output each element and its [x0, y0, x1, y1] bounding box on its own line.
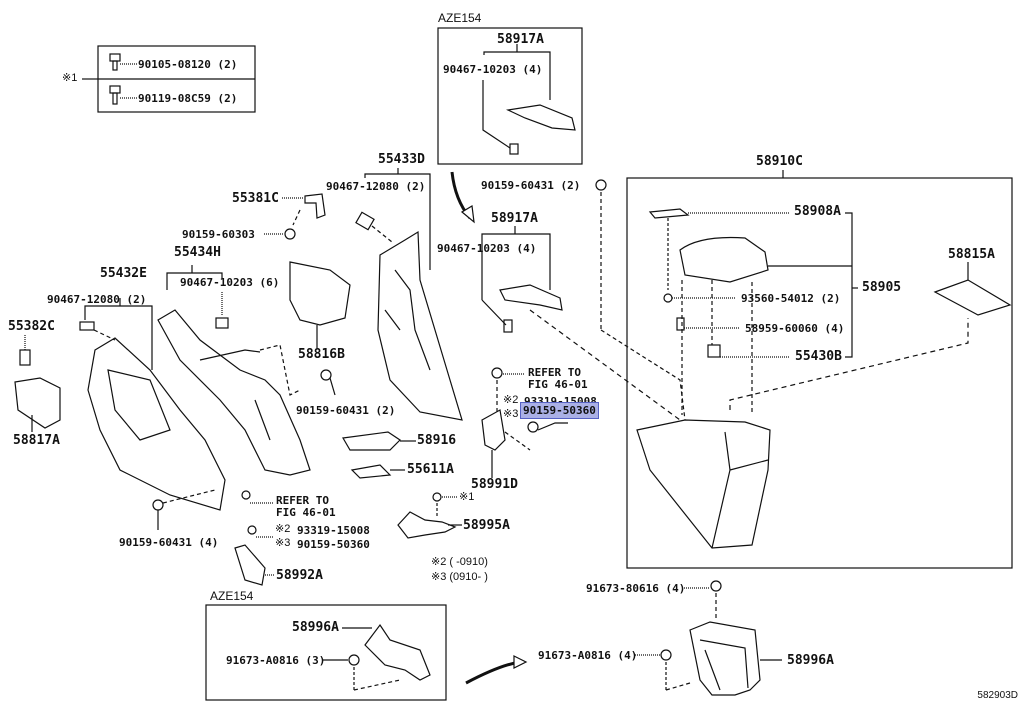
model-label: AZE154: [210, 589, 254, 603]
part-number-58817A[interactable]: 58817A: [13, 433, 60, 448]
bracket-58996A-small: [364, 623, 431, 681]
refer-note: REFER TO: [276, 494, 329, 507]
refer-note[interactable]: FIG 46-01: [528, 378, 588, 391]
part-number-93319-15008[interactable]: 93319-15008: [297, 524, 370, 537]
part-number-58916[interactable]: 58916: [417, 433, 457, 448]
bolt-icon: [109, 53, 137, 71]
part-number-90467-10203[interactable]: 90467-10203 (4): [443, 63, 543, 76]
pad-58815A: [933, 279, 1012, 316]
part-number-58917A[interactable]: 58917A: [491, 211, 538, 226]
note-mark-1: ※1: [459, 491, 475, 503]
part-number-91673-A0816[interactable]: 91673-A0816 (3): [226, 654, 326, 667]
part-number-58815A[interactable]: 58815A: [948, 247, 995, 262]
carrier-plate: [499, 284, 563, 311]
note-2-range: ※2 ( -0910): [431, 556, 488, 568]
part-number-93560-54012[interactable]: 93560-54012 (2): [741, 292, 841, 305]
part-number-55432E[interactable]: 55432E: [100, 266, 147, 281]
cover-58817A: [14, 377, 61, 429]
cover-55611A: [350, 464, 392, 479]
note-mark-2: ※2: [275, 523, 291, 535]
panel-55434H: [157, 309, 311, 476]
console-box-58910C: [626, 177, 1013, 569]
panel-55432E: [87, 337, 226, 511]
top-inset-box: [437, 27, 583, 165]
part-number-55433D[interactable]: 55433D: [378, 152, 425, 167]
part-number-90159-60303[interactable]: 90159-60303: [182, 228, 255, 241]
panel-58816B: [289, 261, 351, 326]
part-number-90105-08120[interactable]: 90105-08120 (2): [138, 58, 238, 71]
part-number-58991D[interactable]: 58991D: [471, 477, 518, 492]
part-number-90159-50360[interactable]: 90159-50360: [297, 538, 370, 551]
part-number-55430B[interactable]: 55430B: [795, 349, 842, 364]
refer-note: REFER TO: [528, 366, 581, 379]
part-number-58996A[interactable]: 58996A: [787, 653, 834, 668]
note-mark-3: ※3: [275, 537, 291, 549]
console-body: [636, 419, 771, 549]
part-number-90467-10203[interactable]: 90467-10203 (4): [437, 242, 537, 255]
part-number-58905[interactable]: 58905: [862, 280, 902, 295]
part-number-90119-08C59[interactable]: 90119-08C59 (2): [138, 92, 238, 105]
panel-55433D: [377, 230, 463, 421]
part-number-58992A[interactable]: 58992A: [276, 568, 323, 583]
note-mark-1: ※1: [62, 72, 78, 84]
part-number-90467-12080[interactable]: 90467-12080 (2): [47, 293, 147, 306]
part-number-90159-60431[interactable]: 90159-60431 (2): [296, 404, 396, 417]
bottom-inset-box: [205, 604, 447, 701]
clip-icon: [509, 143, 519, 155]
bracket-58996A-large: [689, 621, 761, 696]
lid-58905: [679, 236, 769, 283]
hinge-58908A: [648, 208, 690, 219]
bolt-icon: [109, 85, 137, 105]
direction-arrow: [465, 660, 521, 685]
model-label: AZE154: [438, 11, 482, 25]
part-number-58995A[interactable]: 58995A: [463, 518, 510, 533]
part-number-55611A[interactable]: 55611A: [407, 462, 454, 477]
note-mark-2: ※2: [503, 394, 519, 406]
part-number-91673-80616[interactable]: 91673-80616 (4): [586, 582, 686, 595]
part-number-58917A[interactable]: 58917A: [497, 32, 544, 47]
part-number-58908A[interactable]: 58908A: [794, 204, 841, 219]
diagram-code: 582903D: [977, 690, 1018, 701]
part-number-58996A[interactable]: 58996A: [292, 620, 339, 635]
part-number-58910C[interactable]: 58910C: [756, 154, 803, 169]
carrier-plate: [505, 104, 576, 131]
part-number-90159-50360-highlighted[interactable]: 90159-50360: [520, 402, 599, 419]
part-number-91673-A0816[interactable]: 91673-A0816 (4): [538, 649, 638, 662]
tray-58916: [342, 431, 401, 451]
part-number-90467-12080[interactable]: 90467-12080 (2): [326, 180, 426, 193]
part-number-55381C[interactable]: 55381C: [232, 191, 279, 206]
part-number-55382C[interactable]: 55382C: [8, 319, 55, 334]
part-number-90159-60431[interactable]: 90159-60431 (4): [119, 536, 219, 549]
note-3-range: ※3 (0910- ): [431, 571, 488, 583]
part-number-90159-60431[interactable]: 90159-60431 (2): [481, 179, 581, 192]
bracket-58995A: [397, 511, 457, 539]
note-mark-3: ※3: [503, 408, 519, 420]
part-number-90467-10203[interactable]: 90467-10203 (6): [180, 276, 280, 289]
refer-note[interactable]: FIG 46-01: [276, 506, 336, 519]
part-number-58816B[interactable]: 58816B: [298, 347, 345, 362]
part-number-55434H[interactable]: 55434H: [174, 245, 221, 260]
part-number-58959-60060[interactable]: 58959-60060 (4): [745, 322, 845, 335]
